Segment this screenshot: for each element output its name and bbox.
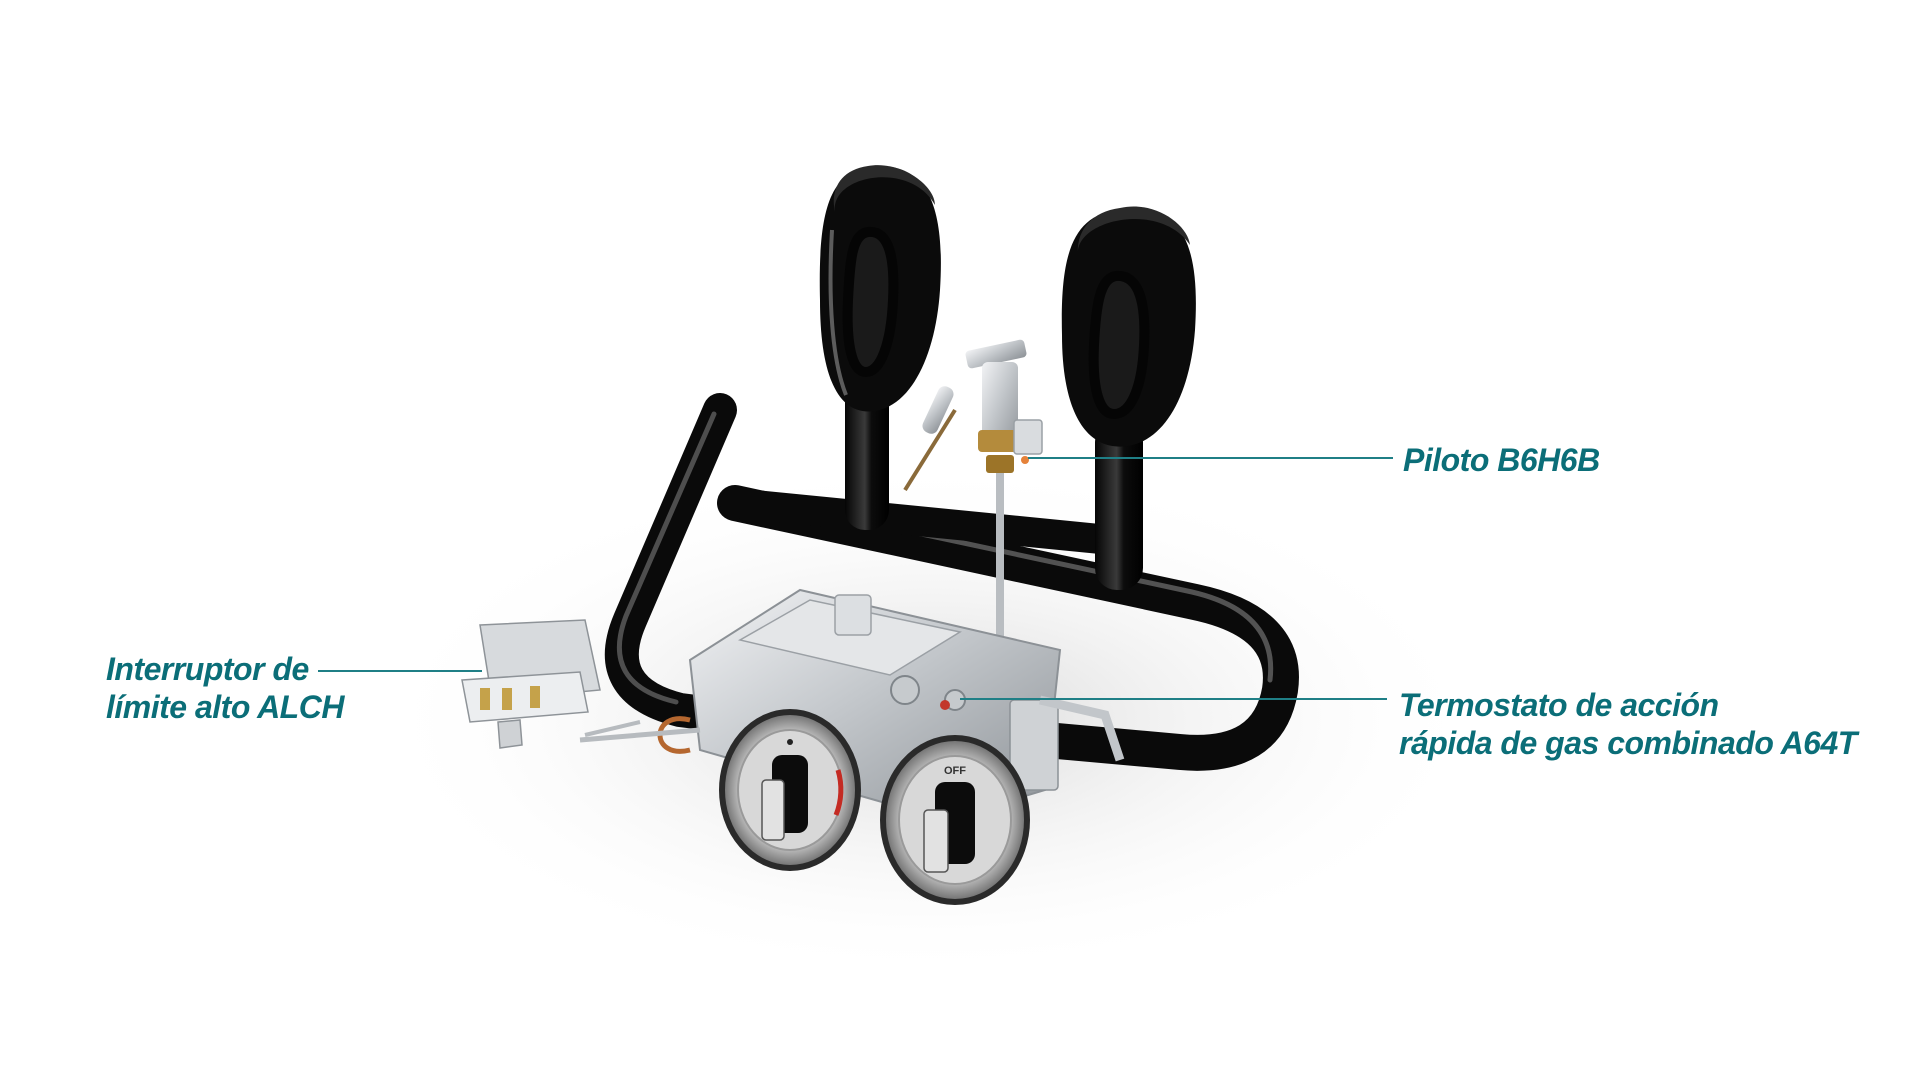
right-dial-off-label: OFF xyxy=(944,765,966,777)
left-knob-grip xyxy=(761,779,785,841)
valve-mounting-tab xyxy=(834,594,872,636)
callout-termostato-line-2: rápida de gas combinado A64T xyxy=(1399,725,1857,761)
right-burner-head xyxy=(1061,206,1196,590)
callout-piloto-line-1: Piloto B6H6B xyxy=(1403,442,1600,478)
left-burner-stem xyxy=(845,380,889,530)
left-dial-red-arc xyxy=(833,769,844,816)
burner-tube-cross xyxy=(720,488,1125,555)
switch-tab xyxy=(497,719,523,749)
valve-fitting-1 xyxy=(890,675,920,705)
right-burner-top xyxy=(1077,206,1190,255)
high-limit-switch xyxy=(461,619,641,749)
thermocouple-sensor xyxy=(922,386,954,434)
left-burner-slot xyxy=(842,227,899,378)
left-burner-head xyxy=(819,165,941,530)
pilot-body xyxy=(982,362,1018,452)
burner-tube-loop xyxy=(604,393,1299,771)
burner-tube-front xyxy=(717,485,1299,771)
right-burner-stem xyxy=(1095,420,1143,590)
valve-top-plate xyxy=(737,599,962,676)
right-burner-slot xyxy=(1088,271,1150,420)
switch-capillary xyxy=(584,720,641,737)
callout-termostato-line-1: Termostato de acción xyxy=(1399,687,1719,723)
left-control-knob[interactable] xyxy=(719,709,861,871)
gas-inlet-tube xyxy=(1038,695,1125,762)
right-control-knob[interactable]: OFF xyxy=(880,735,1030,905)
pilot-brass-nut xyxy=(986,455,1014,473)
callout-termostato: Termostato de acción rápida de gas combi… xyxy=(1399,686,1857,762)
callout-interruptor-line-1: Interruptor de xyxy=(106,651,309,687)
callout-piloto: Piloto B6H6B xyxy=(1403,441,1600,479)
pilot-bracket xyxy=(1013,419,1043,455)
switch-terminal-3 xyxy=(530,686,540,708)
thermocouple-lead xyxy=(903,408,957,492)
left-burner-top xyxy=(833,165,935,212)
pilot-orange-dot xyxy=(1021,456,1029,464)
burner-tube-back-highlight xyxy=(616,411,717,705)
switch-terminal-1 xyxy=(480,688,490,710)
left-burner-gloss xyxy=(828,229,848,396)
capillary-tube xyxy=(579,727,701,743)
right-knob-grip xyxy=(923,809,949,873)
pilot-brass-fitting xyxy=(978,430,1022,452)
left-dial-tick xyxy=(787,739,793,745)
burner-tube-front-highlight xyxy=(732,491,1274,683)
pilot-hood xyxy=(965,339,1027,369)
valve-red-port xyxy=(940,700,950,710)
switch-body xyxy=(461,671,589,723)
switch-terminal-2 xyxy=(502,688,512,710)
callout-interruptor: Interruptor de límite alto ALCH xyxy=(106,650,344,726)
callout-interruptor-line-2: límite alto ALCH xyxy=(106,689,344,725)
